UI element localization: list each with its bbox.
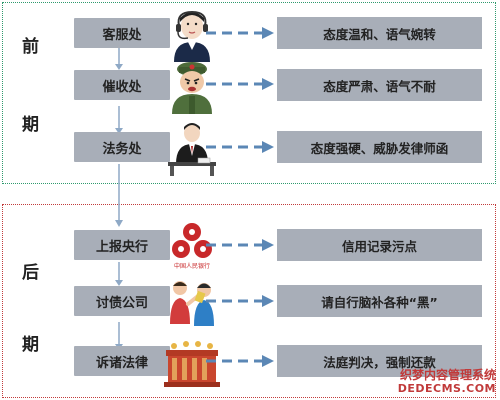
svg-text:中国人民银行: 中国人民银行 <box>174 262 210 270</box>
court-building-icon <box>162 334 222 390</box>
collector-soldier-icon <box>162 58 222 114</box>
debt-collector-fight-icon <box>162 274 222 330</box>
dashed-arrow-1 <box>206 27 274 39</box>
outcome-box-2: 态度严肃、语气不耐 <box>277 69 482 101</box>
dashed-arrow-6 <box>206 355 274 367</box>
watermark-line-2: DEDECMS.COM <box>397 382 496 395</box>
dashed-arrow-2 <box>206 78 274 90</box>
lawyer-at-desk-icon <box>162 120 222 176</box>
customer-service-agent-icon <box>162 6 222 62</box>
outcome-box-6: 法庭判决，强制还款 <box>277 345 482 377</box>
early-phase-label-2: 期 <box>22 115 39 135</box>
dashed-arrow-3 <box>206 141 274 153</box>
dashed-arrow-4 <box>206 239 274 251</box>
late-phase-label-1: 后 <box>22 263 39 283</box>
step-box-collection: 催收处 <box>74 70 170 100</box>
outcome-box-1: 态度温和、语气婉转 <box>277 17 482 49</box>
flow-connector-phase-transition <box>115 164 123 227</box>
watermark-line-1: 织梦内容管理系统 <box>399 368 496 382</box>
outcome-box-5: 请自行脑补各种“黑” <box>277 285 482 317</box>
outcome-box-3: 态度强硬、威胁发律师函 <box>277 131 482 163</box>
step-box-litigation: 诉诸法律 <box>74 346 170 376</box>
late-phase-label-2: 期 <box>22 335 39 355</box>
outcome-box-4: 信用记录污点 <box>277 229 482 261</box>
dashed-arrow-5 <box>206 295 274 307</box>
late-phase-frame <box>2 204 496 398</box>
flow-connector-early <box>115 46 123 134</box>
watermark: 织梦内容管理系统 DEDECMS.COM <box>398 368 496 396</box>
step-box-customer-service: 客服处 <box>74 18 170 48</box>
step-box-report-central-bank: 上报央行 <box>74 230 170 260</box>
early-phase-frame <box>2 2 496 184</box>
step-box-debt-collector: 讨债公司 <box>74 286 170 316</box>
step-box-legal: 法务处 <box>74 132 170 162</box>
early-phase-label-1: 前 <box>22 37 39 57</box>
